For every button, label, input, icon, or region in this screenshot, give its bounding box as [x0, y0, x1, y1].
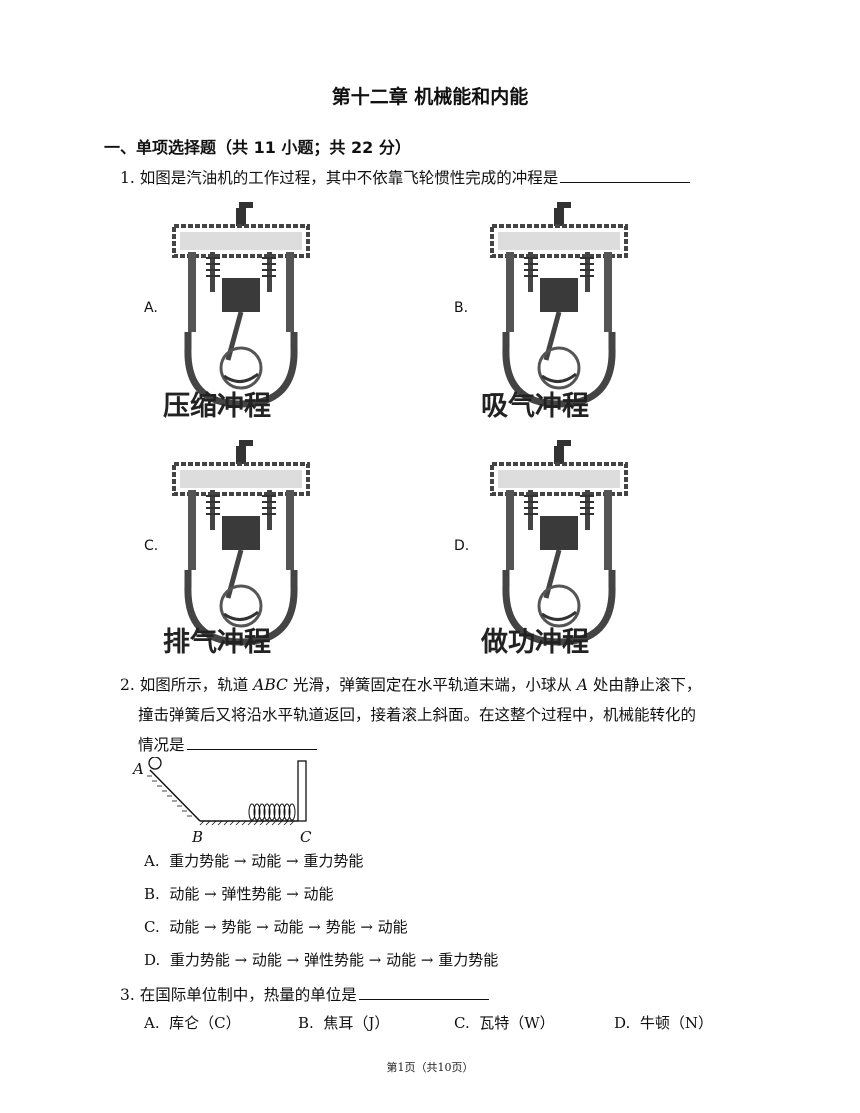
- option-d-label[interactable]: D.: [454, 538, 470, 554]
- section-heading: 一、单项选择题（共 11 小题；共 22 分）: [104, 138, 411, 157]
- option-text: 瓦特（W）: [479, 1014, 555, 1032]
- question-number: 1.: [120, 169, 135, 187]
- track-diagram: [147, 757, 307, 826]
- answer-blank[interactable]: [560, 166, 691, 183]
- question-text: 如图所示，轨道: [139, 676, 254, 694]
- option-c-label[interactable]: C.: [144, 538, 159, 554]
- option-label: B.: [144, 885, 160, 903]
- q3-option-c[interactable]: C. 瓦特（W）: [454, 1012, 555, 1033]
- option-label: B.: [298, 1014, 314, 1032]
- option-b-label[interactable]: B.: [454, 300, 469, 316]
- engine-intake-image: [484, 200, 634, 412]
- option-a-label[interactable]: A.: [144, 300, 158, 316]
- page-footer: 第1页（共10页）: [386, 1061, 474, 1074]
- q2-option-b[interactable]: B. 动能 → 弹性势能 → 动能: [144, 883, 334, 904]
- option-text: 动能 → 势能 → 动能 → 势能 → 动能: [169, 918, 408, 936]
- option-label: D.: [614, 1014, 631, 1032]
- question-text: 在国际单位制中，热量的单位是: [139, 986, 357, 1004]
- option-text: 重力势能 → 动能 → 重力势能: [169, 852, 364, 870]
- engine-power-image: [484, 438, 634, 650]
- question-3: 3. 在国际单位制中，热量的单位是: [120, 981, 489, 1009]
- point-b-label: B: [192, 828, 204, 846]
- q2-option-a[interactable]: A. 重力势能 → 动能 → 重力势能: [144, 850, 363, 871]
- point-c-label: C: [300, 828, 312, 846]
- option-text: 重力势能 → 动能 → 弹性势能 → 动能 → 重力势能: [169, 951, 499, 969]
- option-c-caption: 排气冲程: [163, 627, 271, 658]
- engine-compression-image: [166, 200, 316, 412]
- option-d-caption: 做功冲程: [481, 627, 589, 658]
- question-text: 情况是: [138, 736, 185, 754]
- option-b-caption: 吸气冲程: [481, 391, 589, 422]
- q2-option-d[interactable]: D. 重力势能 → 动能 → 弹性势能 → 动能 → 重力势能: [144, 949, 498, 970]
- question-number: 2.: [120, 676, 135, 694]
- question-number: 3.: [120, 986, 135, 1004]
- option-label: D.: [144, 951, 161, 969]
- option-a-caption: 压缩冲程: [163, 391, 271, 422]
- answer-blank[interactable]: [358, 983, 489, 1000]
- answer-blank[interactable]: [186, 733, 317, 750]
- option-text: 库仑（C）: [169, 1014, 241, 1032]
- q3-option-b[interactable]: B. 焦耳（J）: [298, 1012, 389, 1033]
- option-label: C.: [144, 918, 160, 936]
- question-text: 光滑，弹簧固定在水平轨道末端，小球从: [287, 676, 577, 694]
- option-text: 动能 → 弹性势能 → 动能: [169, 885, 334, 903]
- option-text: 牛顿（N）: [639, 1014, 713, 1032]
- point-a-label: A: [133, 760, 144, 778]
- point-label: A: [576, 676, 588, 694]
- page-title: 第十二章 机械能和内能: [331, 86, 529, 108]
- question-text: 如图是汽油机的工作过程，其中不依靠飞轮惯性完成的冲程是: [139, 169, 559, 187]
- option-text: 焦耳（J）: [323, 1014, 390, 1032]
- q3-option-a[interactable]: A. 库仑（C）: [144, 1012, 241, 1033]
- option-label: A.: [144, 1014, 160, 1032]
- question-1: 1. 如图是汽油机的工作过程，其中不依靠飞轮惯性完成的冲程是: [120, 164, 691, 192]
- engine-exhaust-image: [166, 438, 316, 650]
- q3-option-d[interactable]: D. 牛顿（N）: [614, 1012, 713, 1033]
- question-2-line-1: 2. 如图所示，轨道 ABC 光滑，弹簧固定在水平轨道末端，小球从 A 处由静止…: [120, 671, 701, 699]
- option-label: C.: [454, 1014, 470, 1032]
- question-2-line-3: 情况是: [138, 731, 317, 759]
- q2-option-c[interactable]: C. 动能 → 势能 → 动能 → 势能 → 动能: [144, 916, 408, 937]
- option-label: A.: [144, 852, 160, 870]
- question-text: 处由静止滚下，: [587, 676, 702, 694]
- track-label: ABC: [253, 676, 288, 694]
- question-2-line-2: 撞击弹簧后又将沿水平轨道返回，接着滚上斜面。在这整个过程中，机械能转化的: [138, 706, 697, 724]
